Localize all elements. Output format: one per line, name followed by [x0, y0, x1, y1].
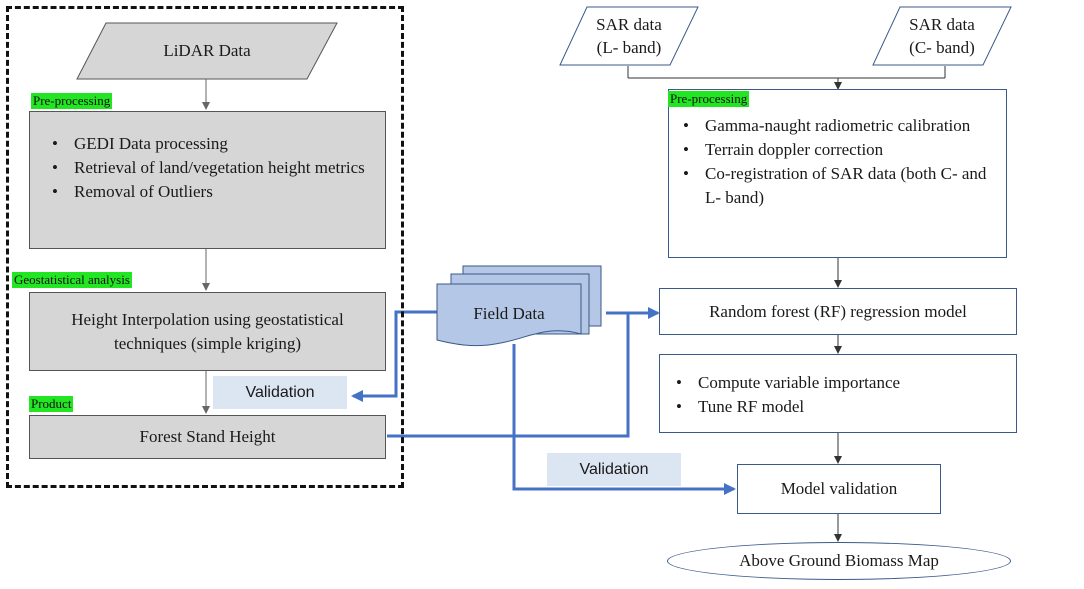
list-item: Terrain doppler correction	[683, 138, 996, 162]
product-tag: Product	[29, 396, 74, 412]
list-item: Retrieval of land/vegetation height metr…	[52, 156, 377, 180]
preprocessing-tag-sar: Pre-processing	[668, 91, 750, 107]
lidar-preprocessing-list: GEDI Data processing Retrieval of land/v…	[44, 132, 377, 204]
list-item: Co-registration of SAR data (both C- and…	[683, 162, 996, 210]
list-item: Tune RF model	[676, 395, 1006, 419]
field-data-shape	[436, 265, 602, 347]
sar-l-band-label: SAR data (L- band)	[596, 15, 662, 57]
rf-tuning-list: Compute variable importance Tune RF mode…	[668, 371, 1006, 419]
arrow-field-to-model-validation	[512, 344, 736, 495]
field-data-label: Field Data	[473, 304, 545, 323]
height-interpolation-box: Height Interpolation using geostatistica…	[29, 292, 386, 371]
sar-c-band-shape	[872, 6, 1012, 66]
geostat-tag: Geostatistical analysis	[12, 272, 132, 288]
validation-label-bottom: Validation	[547, 453, 681, 486]
rf-tuning-box: Compute variable importance Tune RF mode…	[659, 354, 1017, 433]
lidar-data-label: LiDAR Data	[163, 41, 251, 60]
rf-model-box: Random forest (RF) regression model	[659, 288, 1017, 335]
sar-c-band-label: SAR data (C- band)	[909, 15, 975, 57]
validation-label-left: Validation	[213, 376, 347, 409]
line-forest-height-to-rf	[387, 313, 630, 438]
biomass-map-output: Above Ground Biomass Map	[667, 542, 1011, 580]
arrow-field-to-validation-left	[351, 310, 437, 402]
list-item: Gamma-naught radiometric calibration	[683, 114, 996, 138]
list-item: Removal of Outliers	[52, 180, 377, 204]
list-item: GEDI Data processing	[52, 132, 377, 156]
sar-preprocessing-list: Gamma-naught radiometric calibration Ter…	[669, 114, 996, 210]
lidar-preprocessing-box: GEDI Data processing Retrieval of land/v…	[29, 111, 386, 249]
sar-preprocessing-box: Gamma-naught radiometric calibration Ter…	[668, 89, 1007, 258]
lidar-data-shape	[76, 22, 338, 80]
preprocessing-tag-lidar: Pre-processing	[31, 93, 113, 109]
model-validation-box: Model validation	[737, 464, 941, 514]
list-item: Compute variable importance	[676, 371, 1006, 395]
sar-l-band-shape	[559, 6, 699, 66]
forest-stand-height-box: Forest Stand Height	[29, 415, 386, 459]
lidar-workflow-frame	[6, 6, 404, 488]
